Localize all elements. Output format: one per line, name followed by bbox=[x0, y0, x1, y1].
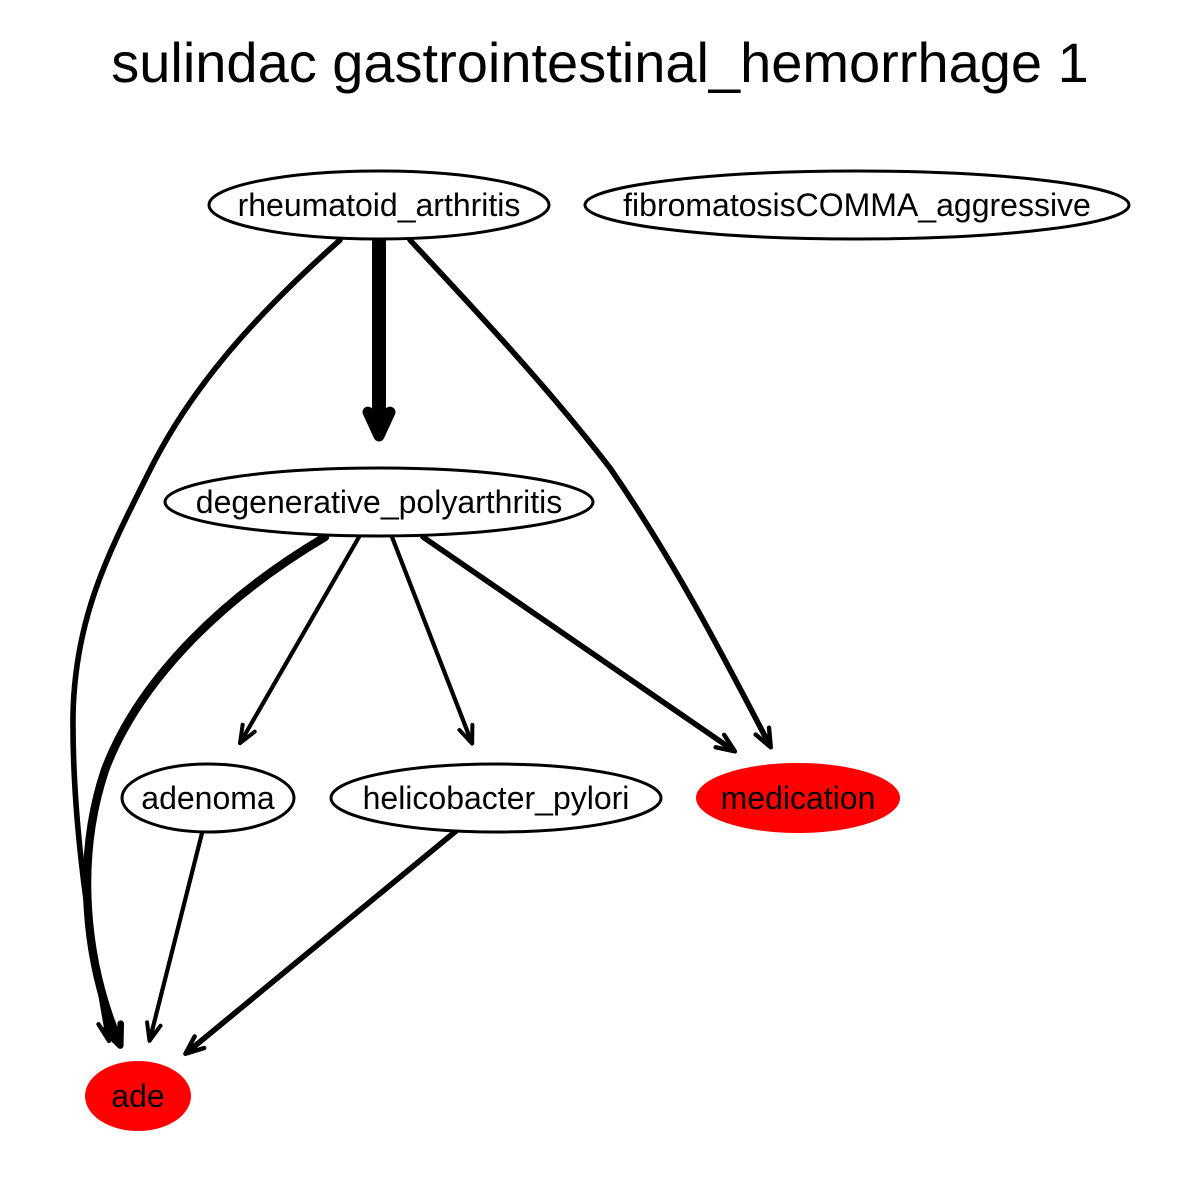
node-degenerative-polyarthritis-ellipse[interactable] bbox=[163, 466, 595, 538]
edge-degenerative-polyarthritis-to-adenoma-arrowhead bbox=[238, 722, 257, 746]
node-ade-ellipse[interactable] bbox=[85, 1061, 191, 1131]
edge-degenerative-polyarthritis-to-ade bbox=[82, 532, 330, 1049]
node-helicobacter-pylori-label: helicobacter_pylori bbox=[363, 780, 630, 816]
edge-rheumatoid-arthritis-to-medication-line bbox=[407, 237, 771, 745]
graph-title: sulindac gastrointestinal_hemorrhage 1 bbox=[111, 31, 1088, 94]
edge-degenerative-polyarthritis-to-ade-arrowhead bbox=[101, 1020, 125, 1049]
edge-degenerative-polyarthritis-to-helicobacter-pylori bbox=[389, 534, 475, 746]
edge-adenoma-to-ade-line bbox=[148, 830, 205, 1038]
node-adenoma-label: adenoma bbox=[141, 780, 275, 816]
node-adenoma[interactable]: adenoma bbox=[120, 762, 296, 834]
edge-adenoma-to-ade-arrowhead bbox=[145, 1020, 163, 1043]
edge-adenoma-to-ade bbox=[145, 830, 205, 1043]
edge-degenerative-polyarthritis-to-medication-arrowhead bbox=[713, 732, 738, 754]
node-rheumatoid-arthritis-label: rheumatoid_arthritis bbox=[238, 187, 521, 223]
edge-helicobacter-pylori-to-ade-line bbox=[187, 828, 459, 1053]
edge-degenerative-polyarthritis-to-medication-line bbox=[420, 534, 733, 751]
edge-rheumatoid-arthritis-to-degenerative-polyarthritis-arrowhead bbox=[362, 406, 396, 442]
node-ade-label: ade bbox=[111, 1078, 164, 1114]
edge-degenerative-polyarthritis-to-helicobacter-pylori-arrowhead bbox=[457, 722, 475, 746]
edge-rheumatoid-arthritis-to-medication bbox=[407, 237, 773, 750]
node-degenerative-polyarthritis[interactable]: degenerative_polyarthritis bbox=[163, 466, 595, 538]
edge-degenerative-polyarthritis-to-ade-line bbox=[82, 532, 330, 1045]
edge-rheumatoid-arthritis-to-degenerative-polyarthritis bbox=[362, 233, 396, 442]
node-rheumatoid-arthritis[interactable]: rheumatoid_arthritis bbox=[207, 169, 551, 241]
node-fibromatosis[interactable]: fibromatosisCOMMA_aggressive bbox=[583, 169, 1131, 241]
node-ade[interactable]: ade bbox=[85, 1061, 191, 1131]
node-adenoma-ellipse[interactable] bbox=[120, 762, 296, 834]
node-medication-ellipse[interactable] bbox=[696, 763, 900, 833]
edge-degenerative-polyarthritis-to-adenoma bbox=[238, 534, 362, 746]
node-degenerative-polyarthritis-label: degenerative_polyarthritis bbox=[196, 484, 562, 520]
nodes-layer: rheumatoid_arthritis fibromatosisCOMMA_ag… bbox=[85, 169, 1131, 1131]
edge-rheumatoid-arthritis-to-medication-arrowhead bbox=[753, 725, 773, 750]
node-medication[interactable]: medication bbox=[696, 763, 900, 833]
node-helicobacter-pylori-ellipse[interactable] bbox=[329, 762, 663, 834]
edge-degenerative-polyarthritis-to-medication bbox=[420, 534, 738, 754]
node-fibromatosis-label: fibromatosisCOMMA_aggressive bbox=[623, 187, 1091, 223]
node-rheumatoid-arthritis-ellipse[interactable] bbox=[207, 169, 551, 241]
edges-layer bbox=[70, 233, 773, 1057]
edge-degenerative-polyarthritis-to-helicobacter-pylori-line bbox=[389, 534, 473, 741]
edge-degenerative-polyarthritis-to-adenoma-line bbox=[240, 534, 362, 741]
node-fibromatosis-ellipse[interactable] bbox=[583, 169, 1131, 241]
node-medication-label: medication bbox=[721, 780, 876, 816]
edge-helicobacter-pylori-to-ade bbox=[183, 828, 459, 1057]
node-helicobacter-pylori[interactable]: helicobacter_pylori bbox=[329, 762, 663, 834]
edge-helicobacter-pylori-to-ade-arrowhead bbox=[183, 1034, 207, 1057]
